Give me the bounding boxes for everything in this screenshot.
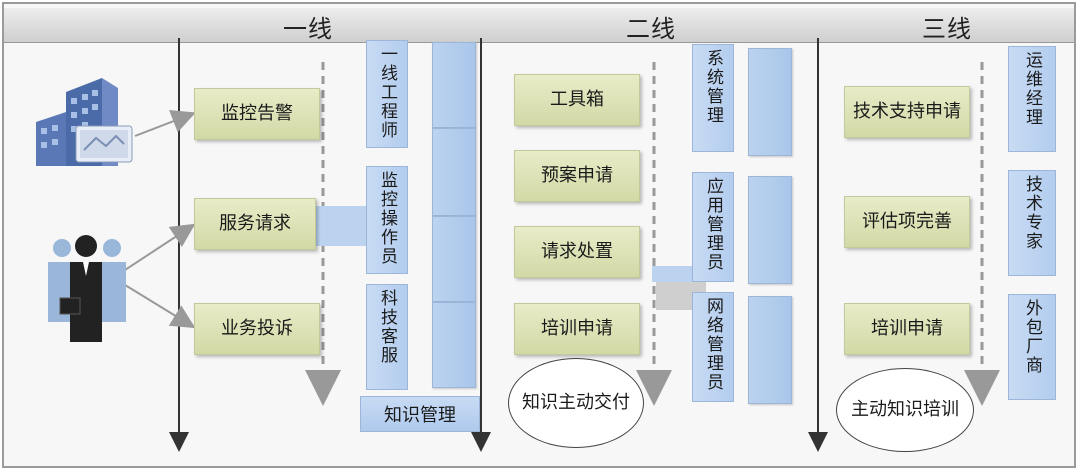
knowledge-management-box: 知识管理 — [360, 396, 480, 432]
header-line3: 三线 — [922, 15, 972, 43]
line3-role-vendor: 外包厂商 — [1008, 294, 1056, 400]
header-line2: 二线 — [626, 15, 676, 43]
line3-role-ops-manager: 运维经理 — [1008, 46, 1056, 152]
line1-column-segment-1 — [432, 42, 476, 128]
line1-item-alarm: 监控告警 — [194, 88, 320, 140]
line2-column-segment-2 — [748, 176, 792, 284]
line1-item-complaint: 业务投诉 — [194, 303, 320, 355]
line2-oval-knowledge-delivery: 知识主动交付 — [508, 358, 644, 448]
service-request-connector — [316, 206, 366, 246]
line1-role-engineer: 一线工程师 — [366, 40, 408, 148]
line2-column-segment-1 — [748, 48, 792, 156]
line2-role-app-admin: 应用管理员 — [692, 172, 734, 282]
line3-oval-knowledge-training: 主动知识培训 — [836, 368, 974, 452]
line2-column-segment-3 — [748, 296, 792, 404]
people-icon — [48, 235, 126, 342]
line3-item-evaluation: 评估项完善 — [844, 196, 970, 248]
line2-role-system-admin: 系统管理 — [692, 44, 734, 152]
line1-column-segment-4 — [432, 302, 476, 388]
line2-role-network-admin: 网络管理员 — [692, 292, 734, 402]
line3-item-tech-support-request: 技术支持申请 — [844, 86, 970, 138]
line2-item-request-handling: 请求处置 — [514, 226, 640, 278]
line2-item-toolbox: 工具箱 — [514, 74, 640, 126]
line2-item-plan-request: 预案申请 — [514, 150, 640, 202]
line1-role-tech-support: 科技客服 — [366, 284, 408, 390]
line1-item-service-request: 服务请求 — [194, 198, 316, 250]
line3-role-tech-expert: 技术专家 — [1008, 170, 1056, 276]
line3-item-training-request: 培训申请 — [844, 303, 970, 355]
header-line1: 一线 — [283, 15, 333, 43]
building-icon — [36, 78, 133, 166]
building-to-alarm-arrow — [134, 110, 196, 137]
people-to-complaint-arrow — [124, 284, 196, 329]
line1-role-monitor-operator: 监控操作员 — [366, 166, 408, 274]
line1-column-segment-2 — [432, 128, 476, 216]
line2-item-training-request: 培训申请 — [514, 303, 640, 355]
line1-column-segment-3 — [432, 216, 476, 302]
header-bar — [4, 8, 1074, 43]
people-to-request-arrow — [124, 223, 196, 271]
